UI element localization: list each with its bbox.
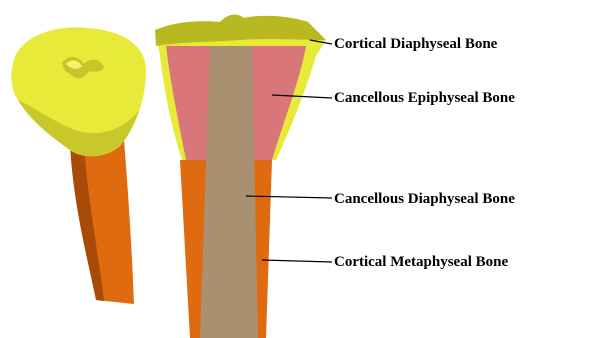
label-cancellous-epiphyseal-bone: Cancellous Epiphyseal Bone	[334, 91, 515, 106]
bone-cross-section	[155, 15, 326, 338]
bone-3d-view	[11, 27, 146, 304]
label-cortical-diaphyseal-bone: Cortical Diaphyseal Bone	[334, 37, 497, 52]
leader-line-cortical-metaphyseal	[262, 260, 332, 262]
label-cortical-metaphyseal-bone: Cortical Metaphyseal Bone	[334, 255, 508, 270]
cancellous-diaphysis-region	[200, 46, 258, 338]
label-cancellous-diaphyseal-bone: Cancellous Diaphyseal Bone	[334, 192, 515, 207]
